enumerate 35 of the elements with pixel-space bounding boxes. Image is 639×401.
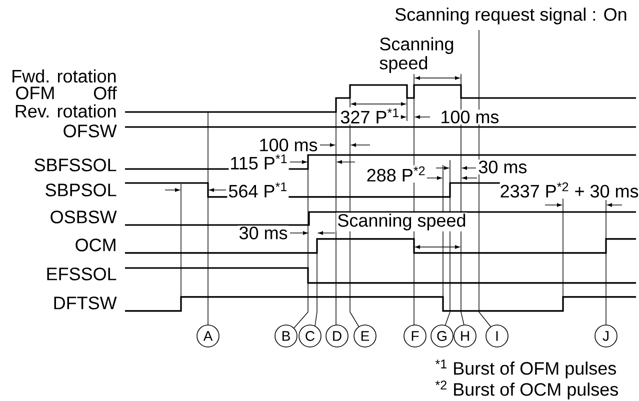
dimension-label: 100 ms bbox=[258, 138, 319, 152]
dimension-label: 30 ms bbox=[238, 226, 289, 240]
dimension-label: 30 ms bbox=[477, 160, 528, 174]
callout-letter: D bbox=[326, 324, 348, 348]
callout-letter: I bbox=[486, 324, 508, 348]
signal-name: OFM bbox=[14, 86, 56, 100]
dimension-label: 564 P$^{*1}$ bbox=[227, 181, 289, 199]
callout-letter: H bbox=[454, 324, 476, 348]
footnote: $^{*1}$ Burst of OFM pulses bbox=[434, 358, 618, 380]
callout-letter: J bbox=[594, 324, 618, 348]
signal-name: SBPSOL bbox=[44, 182, 118, 198]
signal-name: EFSSOL bbox=[44, 266, 118, 282]
dimension-label: 100 ms bbox=[439, 110, 500, 124]
signal-name: SBFSSOL bbox=[32, 158, 118, 172]
footnote: $^{*2}$ Burst of OCM pulses bbox=[434, 380, 620, 400]
callout-letter: E bbox=[354, 324, 376, 348]
note: Scanning request signal : On bbox=[394, 6, 628, 26]
callout-letter: C bbox=[298, 324, 322, 348]
callout-letter: G bbox=[430, 324, 454, 348]
dimension-label: 2337 P$^{*2}$ + 30 ms bbox=[500, 181, 639, 199]
signal-name: OFSW bbox=[62, 124, 118, 138]
level-label: Fwd. rotation bbox=[10, 68, 118, 84]
signal-name: DFTSW bbox=[52, 296, 118, 310]
dimension-label: 327 P$^{*1}$ bbox=[339, 107, 401, 125]
callout-letter: A bbox=[196, 324, 220, 348]
level-label: Rev. rotation bbox=[13, 103, 118, 119]
callout-letter: F bbox=[404, 324, 426, 348]
dimension-label: Scanning speed bbox=[336, 212, 468, 232]
signal-name: OCM bbox=[74, 238, 118, 252]
dimension-label: 288 P$^{*2}$ bbox=[365, 165, 427, 183]
callout-letter: B bbox=[274, 324, 298, 348]
signal-name: OSBSW bbox=[48, 210, 118, 224]
dimension-label: Scanning speed bbox=[378, 36, 462, 74]
dimension-label: 115 P$^{*1}$ bbox=[228, 153, 289, 171]
level-label: Off bbox=[92, 85, 118, 101]
